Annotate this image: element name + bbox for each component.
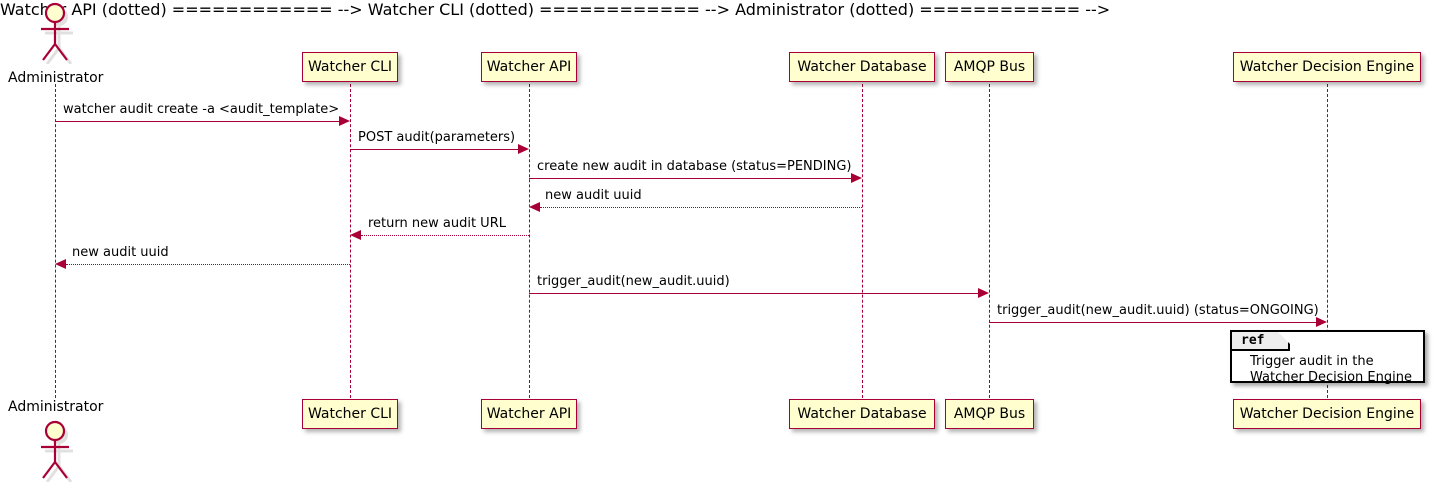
- lifeline-watcher-api: [529, 84, 530, 398]
- participant-watcher-cli-top[interactable]: Watcher CLI: [302, 52, 398, 82]
- participant-watcher-cli-bottom[interactable]: Watcher CLI: [302, 399, 398, 429]
- message-label-4: new audit uuid: [545, 188, 642, 203]
- participant-label: Watcher CLI: [307, 59, 393, 75]
- participant-label: Watcher Decision Engine: [1239, 59, 1415, 75]
- message-line-1: [55, 121, 339, 122]
- message-label-2: POST audit(parameters): [358, 130, 516, 145]
- participant-amqp-bus-bottom[interactable]: AMQP Bus: [945, 399, 1034, 429]
- message-line-6: [66, 264, 350, 265]
- lifeline-watcher-cli: [350, 84, 351, 398]
- message-line-3: [529, 178, 851, 179]
- message-arrowhead-8: [1316, 317, 1327, 327]
- participant-label: Watcher API: [486, 59, 572, 75]
- message-arrowhead-4: [529, 202, 540, 212]
- participant-watcher-database-bottom[interactable]: Watcher Database: [789, 399, 935, 429]
- ref-fragment-tab-label: ref: [1241, 333, 1265, 348]
- message-line-4: [540, 207, 862, 208]
- lifeline-watcher-database: [862, 84, 863, 398]
- participant-label: Watcher Database: [797, 59, 927, 75]
- participant-amqp-bus-top[interactable]: AMQP Bus: [945, 52, 1034, 82]
- actor-administrator-top[interactable]: [27, 2, 85, 64]
- participant-label: Watcher CLI: [307, 406, 393, 422]
- participant-label: AMQP Bus: [953, 59, 1026, 75]
- participant-label: Watcher API: [486, 406, 572, 422]
- message-line-2: [350, 149, 518, 150]
- message-arrowhead-1: [339, 116, 350, 126]
- ref-fragment[interactable]: ref Trigger audit in the Watcher Decisio…: [1230, 330, 1425, 385]
- message-line-5: [361, 235, 529, 236]
- participant-decision-engine-bottom[interactable]: Watcher Decision Engine: [1233, 399, 1421, 429]
- ref-fragment-line-2: Watcher Decision Engine: [1250, 370, 1412, 385]
- actor-label-administrator-bottom: Administrator: [8, 399, 104, 415]
- lifeline-decision-engine: [1327, 84, 1328, 398]
- message-arrowhead-2: [518, 144, 529, 154]
- message-line-8: [989, 322, 1316, 323]
- participant-watcher-api-bottom[interactable]: Watcher API: [481, 399, 577, 429]
- message-label-5: return new audit URL: [368, 216, 506, 231]
- message-arrowhead-6: [55, 259, 66, 269]
- participant-label: AMQP Bus: [953, 406, 1026, 422]
- actor-administrator-bottom[interactable]: [27, 420, 85, 482]
- message-arrowhead-7: [978, 288, 989, 298]
- participant-decision-engine-top[interactable]: Watcher Decision Engine: [1233, 52, 1421, 82]
- participant-label: Watcher Decision Engine: [1239, 406, 1415, 422]
- ref-fragment-tab: ref: [1232, 332, 1290, 351]
- message-label-1: watcher audit create -a <audit_template>: [63, 102, 340, 117]
- message-label-8: trigger_audit(new_audit.uuid) (status=ON…: [997, 303, 1319, 318]
- message-label-6: new audit uuid: [72, 245, 169, 260]
- actor-label-administrator-top: Administrator: [8, 70, 104, 86]
- message-label-7: trigger_audit(new_audit.uuid): [537, 274, 730, 289]
- participant-label: Watcher Database: [797, 406, 927, 422]
- participant-watcher-database-top[interactable]: Watcher Database: [789, 52, 935, 82]
- ref-fragment-line-1: Trigger audit in the: [1250, 354, 1374, 369]
- lifeline-administrator: [55, 84, 56, 398]
- message-line-7: [529, 293, 978, 294]
- message-arrowhead-3: [851, 173, 862, 183]
- participant-watcher-api-top[interactable]: Watcher API: [481, 52, 577, 82]
- message-arrowhead-5: [350, 230, 361, 240]
- lifeline-amqp-bus: [989, 84, 990, 398]
- message-label-3: create new audit in database (status=PEN…: [537, 159, 852, 174]
